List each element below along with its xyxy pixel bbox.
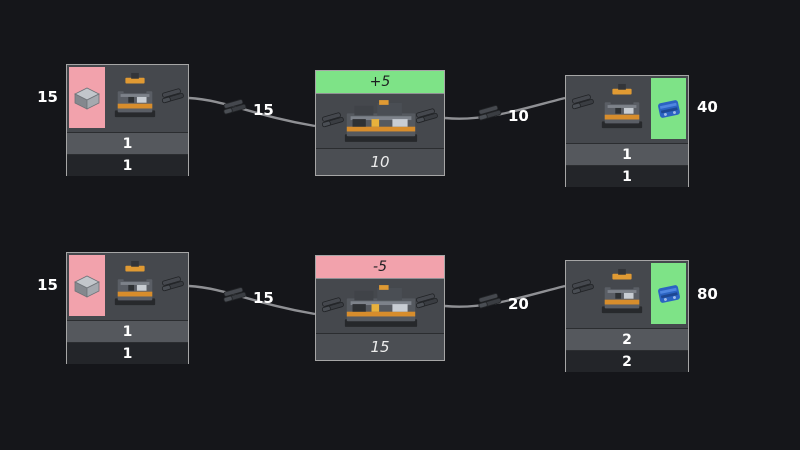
node-bottom-sink[interactable]: 2 2 [565,260,689,372]
gray-crate-icon [72,273,102,299]
input-slot[interactable] [69,67,105,128]
ingot-stack-icon [161,275,185,295]
source-rate-label: 15 [37,276,58,294]
smelter-machine-icon [343,283,419,329]
edge-bottom-out[interactable] [444,284,566,308]
node-bottom-process[interactable]: -5 15 [315,255,445,361]
edge-top-out[interactable] [444,96,566,120]
sink-rate-label: 40 [697,98,718,116]
machines-total: 1 [566,165,688,187]
edge-rate-label: 15 [253,101,274,119]
blue-component-icon [655,97,683,121]
node-top-source[interactable]: 1 1 [66,64,189,176]
ingot-stack-icon [415,107,439,127]
machines-total: 1 [67,154,188,176]
buffer-rate: 10 [316,148,444,175]
edge-rate-label: 15 [253,289,274,307]
belt-item-icon [477,292,503,312]
machines-count: 2 [566,328,688,350]
input-slot[interactable] [69,255,105,316]
buffer-rate: 15 [316,333,444,360]
ingot-stack-icon [161,87,185,107]
factory-machine-icon [109,72,161,120]
blue-component-icon [655,282,683,306]
machines-count: 1 [566,143,688,165]
overflow-badge: +5 [316,71,444,94]
machines-total: 2 [566,350,688,372]
edge-rate-label: 10 [508,107,529,125]
edge-rate-label: 20 [508,295,529,313]
ingot-stack-icon [415,292,439,312]
output-slot[interactable] [651,78,686,139]
node-bottom-source[interactable]: 1 1 [66,252,189,364]
factory-machine-icon [596,268,648,316]
output-slot[interactable] [651,263,686,324]
sink-rate-label: 80 [697,285,718,303]
machines-count: 1 [67,132,188,154]
overflow-badge: -5 [316,256,444,279]
machines-total: 1 [67,342,188,364]
edge-top-in[interactable] [188,96,316,128]
smelter-machine-icon [343,98,419,144]
machines-count: 1 [67,320,188,342]
belt-item-icon [222,286,248,306]
belt-item-icon [477,104,503,124]
ingot-stack-icon [321,111,345,131]
ingot-stack-icon [321,296,345,316]
source-rate-label: 15 [37,88,58,106]
ingot-stack-icon [571,278,595,298]
belt-item-icon [222,98,248,118]
edge-bottom-in[interactable] [188,284,316,316]
gray-crate-icon [72,85,102,111]
node-top-process[interactable]: +5 10 [315,70,445,176]
factory-machine-icon [596,83,648,131]
ingot-stack-icon [571,93,595,113]
node-top-sink[interactable]: 1 1 [565,75,689,187]
factory-machine-icon [109,260,161,308]
